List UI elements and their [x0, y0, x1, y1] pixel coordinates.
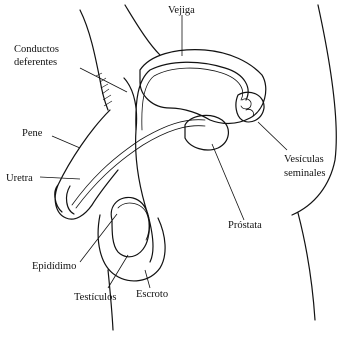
label-seminal-vesicles-2: seminales — [284, 168, 325, 179]
epididymis-shape — [118, 203, 149, 240]
pubic-hatching — [96, 73, 112, 106]
label-bladder: Vejiga — [168, 5, 195, 16]
label-epididymis: Epidídimo — [32, 261, 76, 272]
vas-deferens-inner — [142, 68, 243, 130]
leader-urethra — [40, 177, 80, 179]
testicle-shape — [111, 197, 149, 256]
abdomen-front-outline — [80, 10, 108, 110]
body-back-outline — [125, 5, 160, 55]
seminal-vesicle-coil — [241, 99, 253, 116]
leader-vas-deferens — [80, 68, 127, 92]
label-vas-deferens-2: deferentes — [14, 57, 57, 68]
prostate-shape — [185, 115, 228, 150]
label-prostate: Próstata — [228, 220, 262, 231]
label-testicles: Testículos — [74, 292, 116, 303]
thigh-back-outline — [298, 213, 315, 320]
leader-prostate — [212, 144, 244, 220]
label-vas-deferens-1: Conductos — [14, 44, 59, 55]
label-urethra: Uretra — [6, 173, 33, 184]
leader-seminal-vesicles — [258, 122, 287, 150]
label-scrotum: Escroto — [136, 289, 168, 300]
label-seminal-vesicles-1: Vesículas — [284, 154, 324, 165]
label-penis: Pene — [22, 128, 43, 139]
leader-penis — [52, 136, 80, 148]
body-right-outline — [292, 5, 336, 215]
